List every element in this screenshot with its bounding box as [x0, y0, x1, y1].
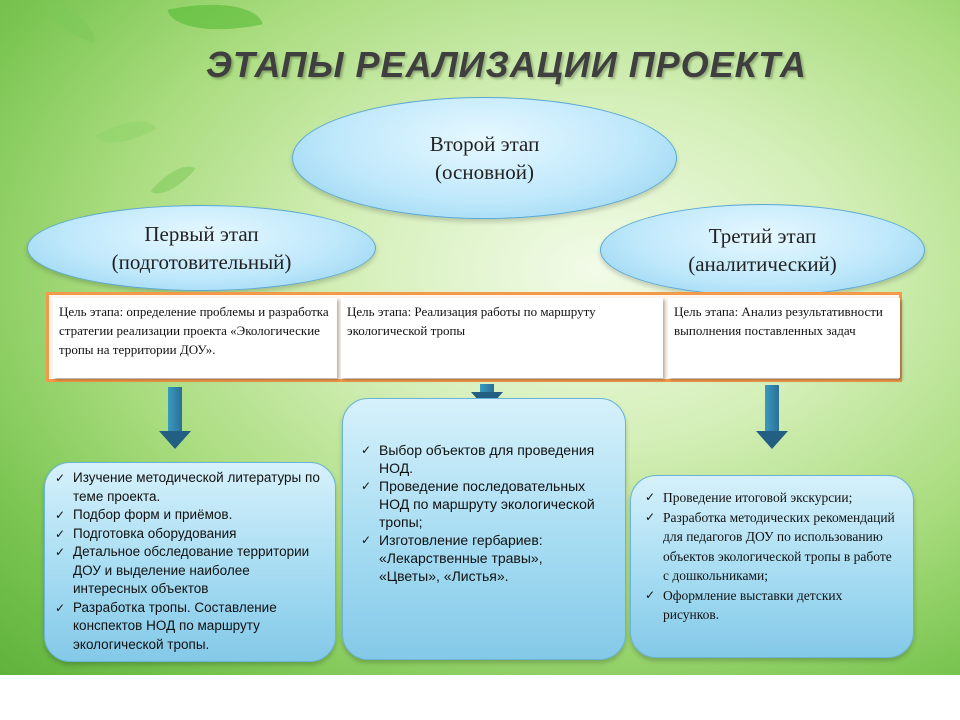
first-stage-tasks: Изучение методической литературы по теме…: [44, 462, 336, 662]
stage-subtitle: (аналитический): [688, 252, 837, 276]
goal-second: Цель этапа: Реализация работы по маршрут…: [341, 298, 663, 378]
list-item: Проведение итоговой экскурсии;: [645, 488, 901, 508]
down-arrow-icon: [755, 385, 789, 449]
stage-name: Третий этап: [708, 224, 817, 248]
list-item: Оформление выставки детских рисунков.: [645, 586, 901, 625]
list-item: Выбор объектов для проведения НОД.: [361, 441, 605, 477]
down-arrow-icon: [158, 387, 192, 449]
stage-name: Второй этап: [429, 132, 540, 156]
list-item: Подготовка оборудования: [55, 525, 325, 544]
goal-first: Цель этапа: определение проблемы и разра…: [53, 298, 337, 378]
second-stage-tasks: Выбор объектов для проведения НОД. Прове…: [342, 398, 626, 660]
list-item: Разработка тропы. Составление конспектов…: [55, 599, 325, 655]
stage-first-ellipse: Первый этап (подготовительный): [27, 205, 376, 291]
page-title: ЭТАПЫ РЕАЛИЗАЦИИ ПРОЕКТА: [206, 44, 807, 85]
stage-subtitle: (подготовительный): [111, 250, 292, 274]
stage-name: Первый этап: [144, 222, 259, 246]
list-item: Изготовление гербариев: «Лекарственные т…: [361, 531, 605, 585]
list-item: Изучение методической литературы по теме…: [55, 469, 325, 506]
stage-third-ellipse: Третий этап (аналитический): [600, 204, 925, 296]
list-item: Проведение последовательных НОД по маршр…: [361, 477, 605, 531]
third-stage-tasks: Проведение итоговой экскурсии; Разработк…: [630, 475, 914, 658]
list-item: Детальное обследование территории ДОУ и …: [55, 543, 325, 599]
goal-third: Цель этапа: Анализ результативности выпо…: [668, 298, 900, 378]
list-item: Разработка методических рекомендаций для…: [645, 508, 901, 586]
stage-second-ellipse: Второй этап (основной): [292, 97, 677, 219]
list-item: Подбор форм и приёмов.: [55, 506, 325, 525]
stage-subtitle: (основной): [435, 160, 534, 184]
